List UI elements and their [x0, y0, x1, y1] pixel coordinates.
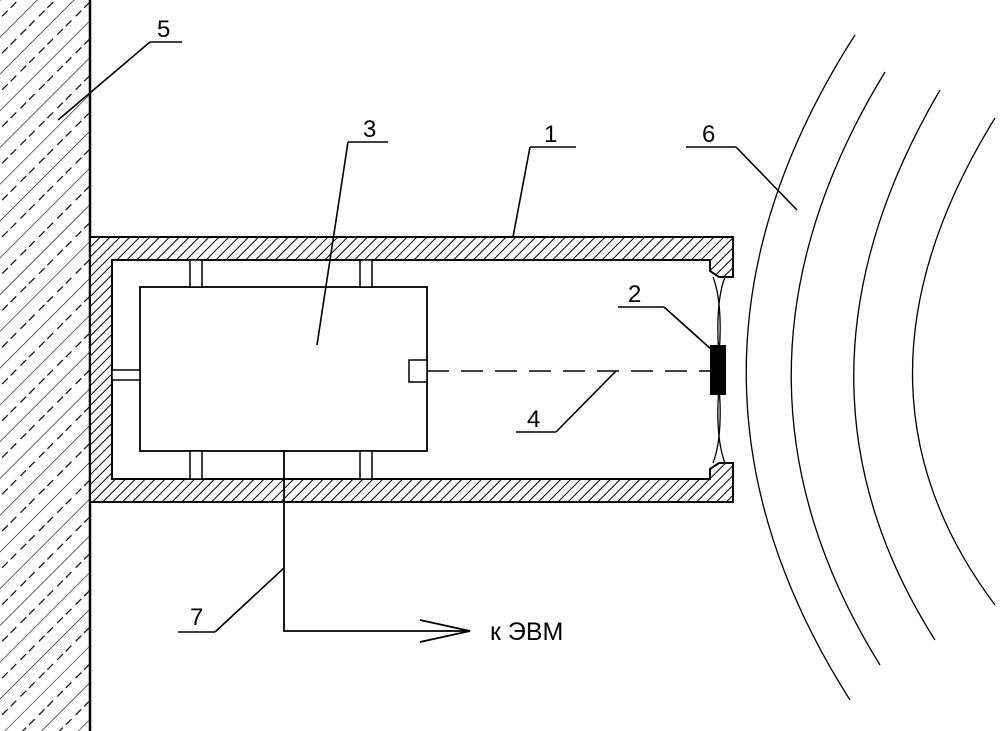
label-membrane: 2: [628, 281, 641, 308]
wall: [0, 0, 90, 731]
label-cable: 7: [190, 604, 203, 631]
membrane: [710, 277, 726, 463]
label-waves: 6: [702, 121, 715, 148]
sound-waves: [746, 35, 995, 700]
leader-1: [513, 147, 576, 237]
output-label: к ЭВМ: [490, 618, 563, 646]
sensor-block: [112, 260, 427, 479]
label-sensor: 3: [363, 116, 376, 143]
label-housing: 1: [544, 121, 557, 148]
emitter: [409, 360, 427, 382]
reflector: [710, 345, 726, 395]
label-wall: 5: [157, 16, 170, 43]
leader-2: [618, 307, 712, 350]
label-beam: 4: [527, 406, 540, 433]
leader-6: [686, 147, 797, 210]
